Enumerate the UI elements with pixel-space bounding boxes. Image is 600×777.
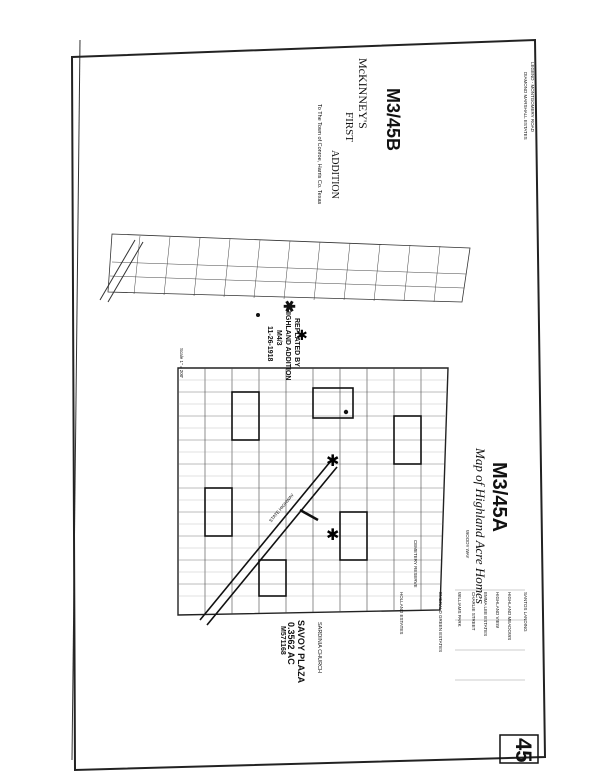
highway-line xyxy=(199,461,331,621)
legend-entry: WOODY WAY xyxy=(465,530,470,559)
legend-entry: WILLIAMS PARK xyxy=(457,592,462,627)
marker-dot xyxy=(343,409,349,415)
page-number-box xyxy=(499,734,539,764)
legend-entry: HOLLAND ESTATES xyxy=(399,592,404,635)
legend-entry: CHARLIE STREET xyxy=(471,592,476,631)
legend-entry: EMERALD GREEN ESTATES xyxy=(438,592,443,653)
legend-entry: DIAMOND MARSHALL ESTATES xyxy=(523,72,528,140)
upper-plat xyxy=(99,233,471,303)
legend-entry: CEMETERY RESERVE xyxy=(413,540,418,588)
legend-entry: EMMA LEE ESTATES xyxy=(483,592,488,637)
legend-entry: HIGHLAND VIEW xyxy=(495,592,500,629)
page-number: 45 xyxy=(511,738,536,763)
lower-plat: ✱ ✱ ✱ xyxy=(177,313,449,626)
legend-entry: HIGHLAND MEADOWS xyxy=(507,592,512,641)
star-marker-3: ✱ xyxy=(296,328,308,344)
legend-entry: LEGEND - MONTGOMERY ROAD xyxy=(530,62,535,132)
star-marker-2: ✱ xyxy=(326,525,339,544)
scan-edge-left xyxy=(71,39,81,761)
star-marker-1: ✱ xyxy=(326,451,339,470)
sheet-border xyxy=(70,38,547,772)
legend-entry: SANTOS LANDING xyxy=(523,592,528,632)
legend-column xyxy=(455,589,525,681)
